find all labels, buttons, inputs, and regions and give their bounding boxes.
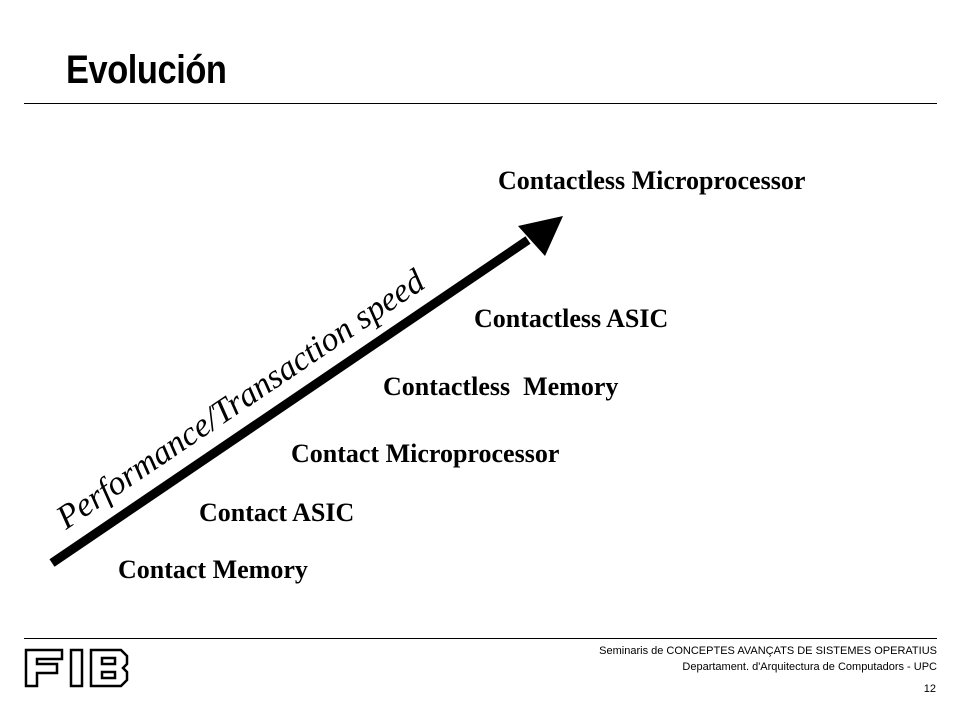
stage-contact-asic: Contact ASIC — [199, 498, 354, 527]
arrow-shaft — [49, 236, 531, 567]
slide-title: Evolución — [66, 48, 227, 92]
footer-department: Departament. d'Arquitectura de Computado… — [682, 661, 937, 673]
evolution-diagram: Performance/Transaction speed Contact Me… — [49, 166, 805, 584]
page-number: 12 — [923, 683, 936, 695]
arrow-head-icon — [518, 216, 563, 256]
title-divider — [24, 103, 937, 104]
stage-contact-memory: Contact Memory — [118, 555, 308, 584]
stage-contactless-memory: Contactless Memory — [383, 372, 618, 401]
stage-contact-microprocessor: Contact Microprocessor — [291, 439, 559, 468]
stage-contactless-asic: Contactless ASIC — [474, 304, 668, 333]
fib-logo-icon — [24, 648, 129, 688]
footer-divider — [24, 638, 937, 639]
stage-contactless-microprocessor: Contactless Microprocessor — [498, 166, 805, 195]
axis-label: Performance/Transaction speed — [49, 262, 432, 537]
footer-seminar: Seminaris de CONCEPTES AVANÇATS DE SISTE… — [599, 645, 937, 657]
